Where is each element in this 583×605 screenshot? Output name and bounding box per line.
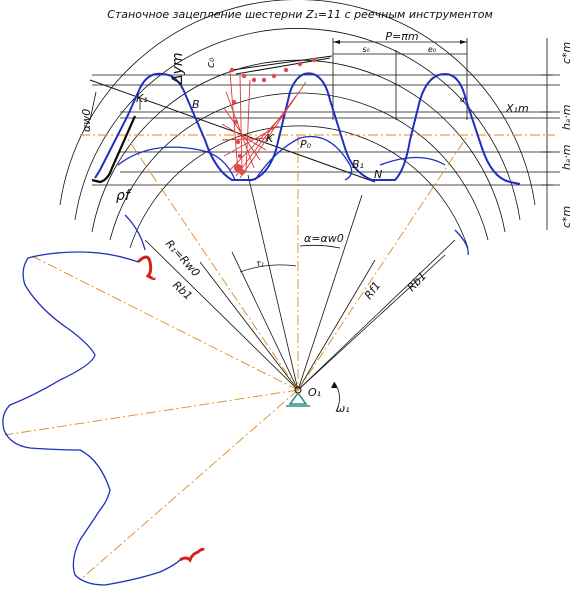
line-of-action [89,79,376,183]
label-c-top: c*m [560,42,573,64]
label-rho-f: ρf [116,188,132,204]
center-axes [4,134,555,581]
label-b1: B₁ [352,158,364,171]
label-b: B [192,98,200,111]
drawing-title: Станочное зацепление шестерни Z₁=11 с ре… [107,8,493,21]
tool-left-flank [91,115,137,184]
generation-fan [221,55,333,179]
gear-circles [59,0,536,249]
label-r1-rw: R₁=Rw0 [163,237,203,279]
rack-reference-lines [92,38,560,230]
gear-tooth-envelope [117,135,469,256]
label-alpha-small: α [460,95,466,104]
radial-lines [144,174,456,391]
label-alpha-aw0: α=αw0 [304,232,344,245]
label-rb1-left: Rb1 [170,279,195,303]
label-c-bottom: c*m [560,206,573,228]
label-n: N [374,168,382,181]
rack-tooth-profile [94,72,521,185]
label-delta-ym: Δym [170,53,186,86]
label-c0: c₀ [204,57,217,68]
label-e0: e₀ [428,45,437,54]
label-k: K [266,132,274,145]
label-rf1: Rf1 [362,279,383,302]
label-ha-m: hₐ·m [560,105,573,131]
label-omega1: ω₁ [336,402,350,415]
pitch-dimension [332,38,468,120]
label-o1: O₁ [308,386,321,399]
label-alpha-w0: αw0 [80,109,93,132]
gear-outline [2,251,181,586]
angle-arcs [89,91,341,273]
label-tau1: τ₁ [256,259,264,268]
highlight-mark-upper [136,255,156,281]
label-x1m: X₁m [505,102,529,115]
label-pitch: P=πm [385,30,418,43]
center-support-icon [286,381,340,413]
highlight-mark-lower [179,547,206,563]
label-s0: s₀ [362,45,370,54]
label-k1: K₁ [136,92,148,105]
label-hf-m: hₐ·m [560,145,573,171]
label-p0: P₀ [300,138,312,151]
